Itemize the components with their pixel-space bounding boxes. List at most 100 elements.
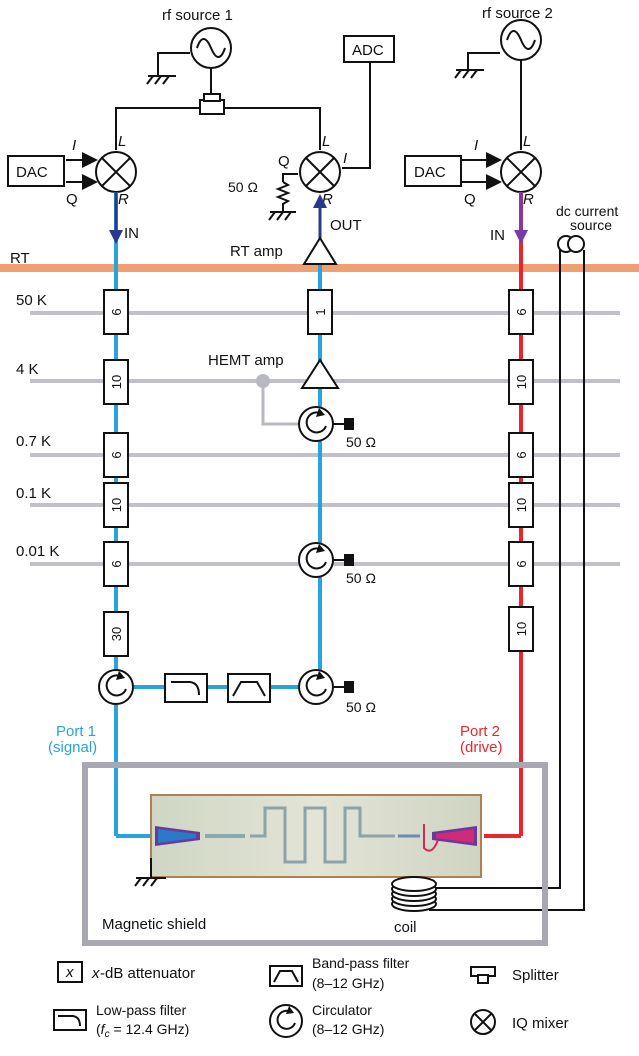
mixer-right-q: Q — [464, 191, 476, 208]
mixer-right-i: I — [474, 137, 478, 154]
coil-label: coil — [394, 919, 417, 936]
mixer-left-i: I — [72, 137, 76, 154]
rt-amp: RT amp — [230, 238, 336, 264]
dac-left-box: DAC — [8, 156, 64, 186]
ground-icon — [147, 76, 176, 84]
attenuator-value: 1 — [313, 308, 328, 315]
iq-mixer-left: I Q L R — [66, 133, 136, 208]
stage-label-rt: RT — [10, 250, 30, 267]
attenuator: 10 — [509, 483, 533, 527]
coil: coil — [392, 877, 436, 936]
legend-lowpass-line2: (fc = 12.4 GHz) — [96, 1021, 189, 1040]
port1-label: Port 1 — [56, 723, 96, 740]
circulator-bottom-mid: 50 Ω — [299, 670, 376, 715]
legend-bandpass-line2: (8–12 GHz) — [312, 975, 384, 991]
in-left-label: IN — [124, 225, 139, 242]
mixer-mid-l: L — [322, 133, 330, 150]
mixer-right-r: R — [523, 191, 534, 208]
mixer-left-l: L — [118, 133, 126, 150]
dc-source-label-2: source — [570, 217, 612, 233]
attenuator: 6 — [104, 542, 128, 586]
rt-amp-label: RT amp — [230, 243, 283, 260]
legend-attenuator-label: -dB attenuator — [100, 965, 195, 982]
iq-mixer-mid: Q I L R 50 Ω — [228, 133, 347, 208]
out-label: OUT — [330, 217, 362, 234]
attenuator: 6 — [509, 542, 533, 586]
attenuator-value: 10 — [514, 498, 529, 512]
mixer-right-l: L — [523, 133, 531, 150]
attenuator-value: 6 — [514, 308, 529, 315]
attenuator: 6 — [509, 433, 533, 477]
attenuator: 6 — [509, 290, 533, 334]
stage-label-50k: 50 K — [16, 292, 47, 309]
attenuator-value: 6 — [109, 308, 124, 315]
attenuator-value: 6 — [109, 560, 124, 567]
term-hemt-label: 50 Ω — [346, 434, 376, 450]
stage-label-001k: 0.01 K — [16, 543, 59, 560]
legend-attenuator-x: x — [65, 964, 74, 981]
in-right-label: IN — [490, 227, 505, 244]
attenuator: 6 — [104, 290, 128, 334]
attenuator-value: 10 — [109, 375, 124, 389]
legend-circulator-line2: (8–12 GHz) — [312, 1021, 384, 1037]
ground-symbols — [147, 70, 484, 220]
attenuator-value: 6 — [514, 451, 529, 458]
port2-label: Port 2 — [460, 723, 500, 740]
adc-box: ADC — [344, 36, 394, 62]
dac-right-label: DAC — [414, 164, 446, 181]
circulator-bottom-left — [99, 670, 133, 704]
mixer-mid-i: I — [343, 150, 347, 167]
stage-label-07k: 0.7 K — [16, 433, 51, 450]
legend-lowpass: Low-pass filter (fc = 12.4 GHz) — [54, 1002, 189, 1040]
mixer-mid-q: Q — [278, 153, 290, 170]
legend-bandpass-line1: Band-pass filter — [312, 955, 410, 971]
attenuator: 30 — [104, 612, 128, 656]
legend: x x -dB attenuator Low-pass filter (fc =… — [54, 955, 569, 1040]
legend-iq-mixer-label: IQ mixer — [512, 1015, 569, 1032]
rf-source-2: rf source 2 — [482, 5, 553, 60]
attenuator-value: 6 — [109, 451, 124, 458]
ground-icon — [455, 70, 484, 78]
device-chip — [151, 795, 481, 878]
legend-iq-mixer: IQ mixer — [471, 1010, 569, 1034]
attenuator: 10 — [509, 360, 533, 404]
mixer-left-q: Q — [66, 191, 78, 208]
ground-icon — [135, 878, 166, 886]
stage-label-4k: 4 K — [16, 361, 39, 378]
attenuator-value: 30 — [109, 627, 124, 641]
legend-circulator: Circulator (8–12 GHz) — [270, 1002, 384, 1037]
rf-source-1-label: rf source 1 — [162, 7, 233, 24]
circulator-hemt: 50 Ω — [299, 407, 376, 450]
mixer-mid-termination: 50 Ω — [228, 179, 258, 195]
dac-right-box: DAC — [405, 156, 461, 186]
legend-bandpass: Band-pass filter (8–12 GHz) — [270, 955, 410, 991]
splitter — [200, 94, 224, 114]
term-filters-label: 50 Ω — [346, 699, 376, 715]
rf-source-2-label: rf source 2 — [482, 5, 553, 22]
attenuator: 6 — [104, 433, 128, 477]
port2-sub-label: (drive) — [460, 739, 503, 756]
mixer-left-r: R — [118, 191, 129, 208]
attenuator-value: 10 — [109, 498, 124, 512]
term-001k-label: 50 Ω — [346, 570, 376, 586]
iq-mixer-right: I Q L R — [464, 133, 541, 208]
stage-label-01k: 0.1 K — [16, 485, 51, 502]
port1-sub-label: (signal) — [48, 739, 97, 756]
legend-attenuator-x2: x — [91, 965, 100, 982]
legend-splitter-label: Splitter — [512, 967, 559, 984]
rf-source-1: rf source 1 — [162, 7, 233, 68]
attenuators-mid: 1 — [308, 290, 332, 334]
legend-attenuator: x x -dB attenuator — [58, 962, 195, 982]
legend-lowpass-line1: Low-pass filter — [96, 1002, 187, 1018]
attenuator: 10 — [104, 360, 128, 404]
ground-icon — [269, 212, 296, 220]
lowpass-filter — [165, 674, 207, 702]
hemt-amp-label: HEMT amp — [208, 352, 284, 369]
magnetic-shield-label: Magnetic shield — [102, 916, 206, 933]
attenuator: 1 — [308, 290, 332, 334]
dac-left-label: DAC — [16, 164, 48, 181]
attenuator-value: 10 — [514, 622, 529, 636]
attenuator: 10 — [509, 607, 533, 651]
